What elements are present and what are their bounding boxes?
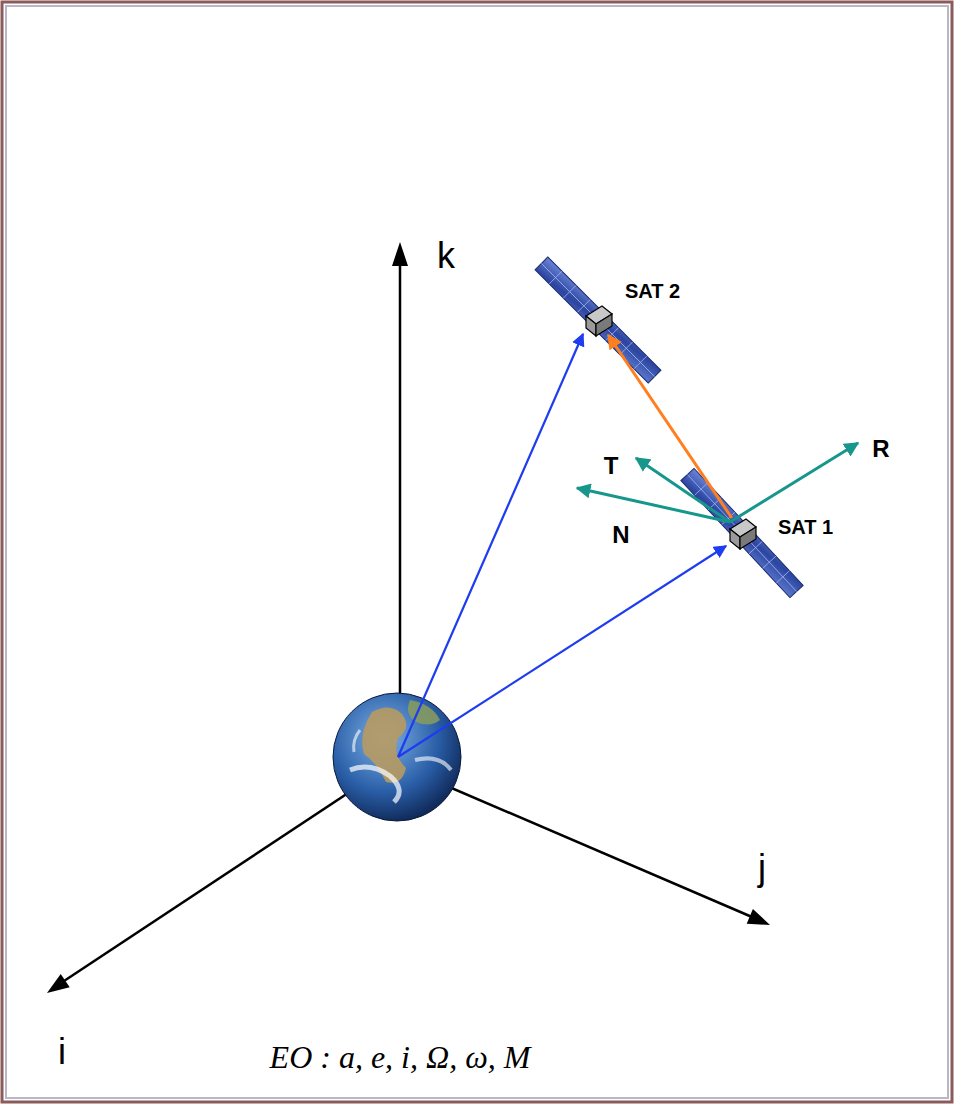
axis-arrowhead (47, 974, 70, 993)
satellite-label: SAT 2 (625, 280, 680, 302)
k-axis (399, 264, 402, 757)
position-vector (398, 334, 583, 757)
frame-axis (730, 443, 858, 522)
satellite-node: SAT 2 (581, 305, 615, 335)
satellite-label: SAT 1 (778, 516, 833, 538)
axis-arrowhead (392, 242, 408, 266)
satellite-illustration (535, 257, 661, 383)
position-vector (398, 546, 726, 757)
frame-axis-label: N (612, 522, 629, 548)
orbital-elements-formula: EO : a, e, i, Ω, ω, M (270, 1040, 531, 1075)
axis-label: k (437, 236, 455, 276)
satellite-node: SAT 1 (725, 518, 759, 548)
relative-position-vector (608, 335, 732, 518)
frame-axis-label: T (604, 453, 619, 479)
frame-axis-label: R (872, 436, 889, 462)
satellite-body (730, 519, 756, 549)
satellite-body (586, 306, 612, 336)
earth-globe (333, 693, 461, 821)
frame-inner (6, 6, 948, 1098)
frame-axis (577, 488, 730, 522)
axis-label: j (758, 848, 766, 888)
axis-label: i (58, 1032, 66, 1072)
axis-arrowhead (747, 909, 770, 925)
